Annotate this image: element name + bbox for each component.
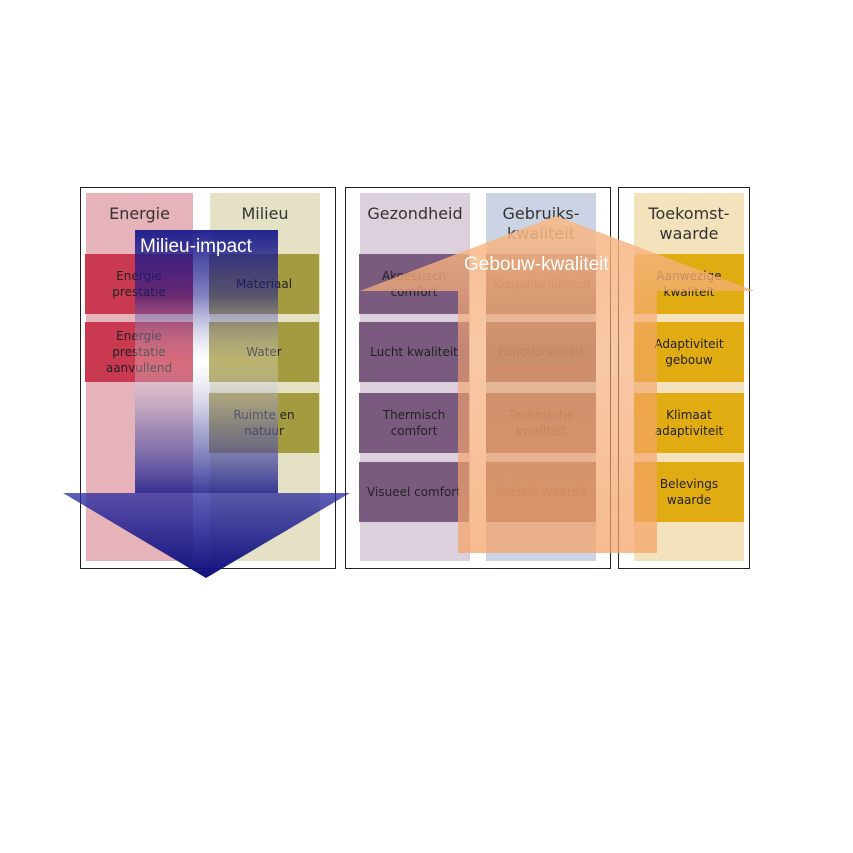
- cell-adaptiviteit-gebouw: Adaptiviteit gebouw: [634, 322, 744, 382]
- cell-belevings-waarde: Belevings waarde: [634, 462, 744, 522]
- cell-visueel-comfort: Visueel comfort: [359, 462, 469, 522]
- cell-thermisch-comfort: Thermisch comfort: [359, 393, 469, 453]
- cell-energie-prestatie-aanvullend: Energie prestatie aanvullend: [85, 322, 193, 382]
- cell-lucht-kwaliteit: Lucht kwaliteit: [359, 322, 469, 382]
- column-title-milieu: Milieu: [241, 204, 289, 223]
- cell-water: Water: [209, 322, 319, 382]
- cell-functionaliteit: Functionaliteit: [486, 322, 596, 382]
- column-title-gezondheid: Gezondheid: [367, 204, 463, 223]
- column-title-toekomstwaarde: Toekomst-waarde: [648, 204, 730, 243]
- cell-aanwezige-kwaliteit: Aanwezige kwaliteit: [634, 254, 744, 314]
- cell-sociale-waarde: Sociale waarde: [486, 462, 596, 522]
- down-arrow-label: Milieu-impact: [140, 236, 252, 257]
- cell-klimaat-adaptiviteit: Klimaat adaptiviteit: [634, 393, 744, 453]
- cell-materiaal: Materiaal: [209, 254, 319, 314]
- cell-akoestisch-comfort: Akoestisch comfort: [359, 254, 469, 314]
- cell-energie-prestatie: Energie prestatie: [85, 254, 193, 314]
- cell-ruimte-en-natuur: Ruimte en natuur: [209, 393, 319, 453]
- column-title-gebruikskwaliteit: Gebruiks-kwaliteit: [502, 204, 580, 243]
- up-arrow-label: Gebouw-kwaliteit: [464, 254, 609, 275]
- column-title-energie: Energie: [109, 204, 170, 223]
- cell-technische-kwaliteit: Technische kwaliteit: [486, 393, 596, 453]
